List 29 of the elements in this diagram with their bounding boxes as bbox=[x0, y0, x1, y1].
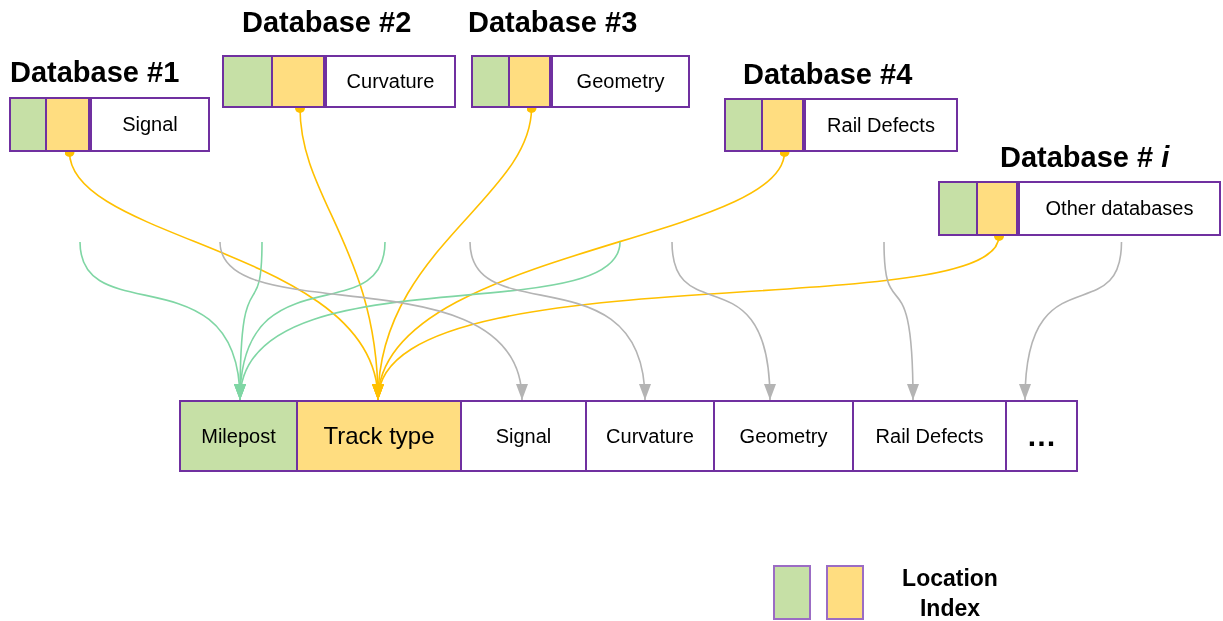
location-cell bbox=[222, 55, 273, 108]
table-cell: Track type bbox=[296, 400, 462, 472]
legend-text: Location Index bbox=[901, 564, 999, 621]
table-cell: Signal bbox=[460, 400, 587, 472]
location-cell bbox=[471, 55, 510, 108]
index-cell bbox=[761, 98, 804, 152]
location-cell bbox=[938, 181, 978, 236]
index-cell bbox=[271, 55, 325, 108]
table-cell: Milepost bbox=[179, 400, 298, 472]
database-title: Database #3 bbox=[468, 6, 638, 39]
data-cell: Rail Defects bbox=[804, 98, 958, 152]
database-title: Database #4 bbox=[743, 58, 913, 91]
data-cell: Geometry bbox=[551, 55, 690, 108]
table-cell: Curvature bbox=[585, 400, 715, 472]
data-cell: Curvature bbox=[325, 55, 456, 108]
table-cell: Rail Defects bbox=[852, 400, 1007, 472]
data-cell: Other databases bbox=[1018, 181, 1221, 236]
index-cell bbox=[508, 55, 551, 108]
table-cell: … bbox=[1005, 400, 1078, 472]
index-cell bbox=[976, 181, 1018, 236]
index-cell bbox=[45, 97, 90, 152]
database-title: Database #2 bbox=[242, 6, 412, 39]
arrow bbox=[1019, 241, 1123, 401]
database-title: Database #1 bbox=[10, 56, 180, 89]
data-cell: Signal bbox=[90, 97, 210, 152]
database-title: Database # i bbox=[1000, 141, 1170, 174]
location-cell bbox=[724, 98, 763, 152]
table-cell: Geometry bbox=[713, 400, 854, 472]
location-cell bbox=[9, 97, 47, 152]
